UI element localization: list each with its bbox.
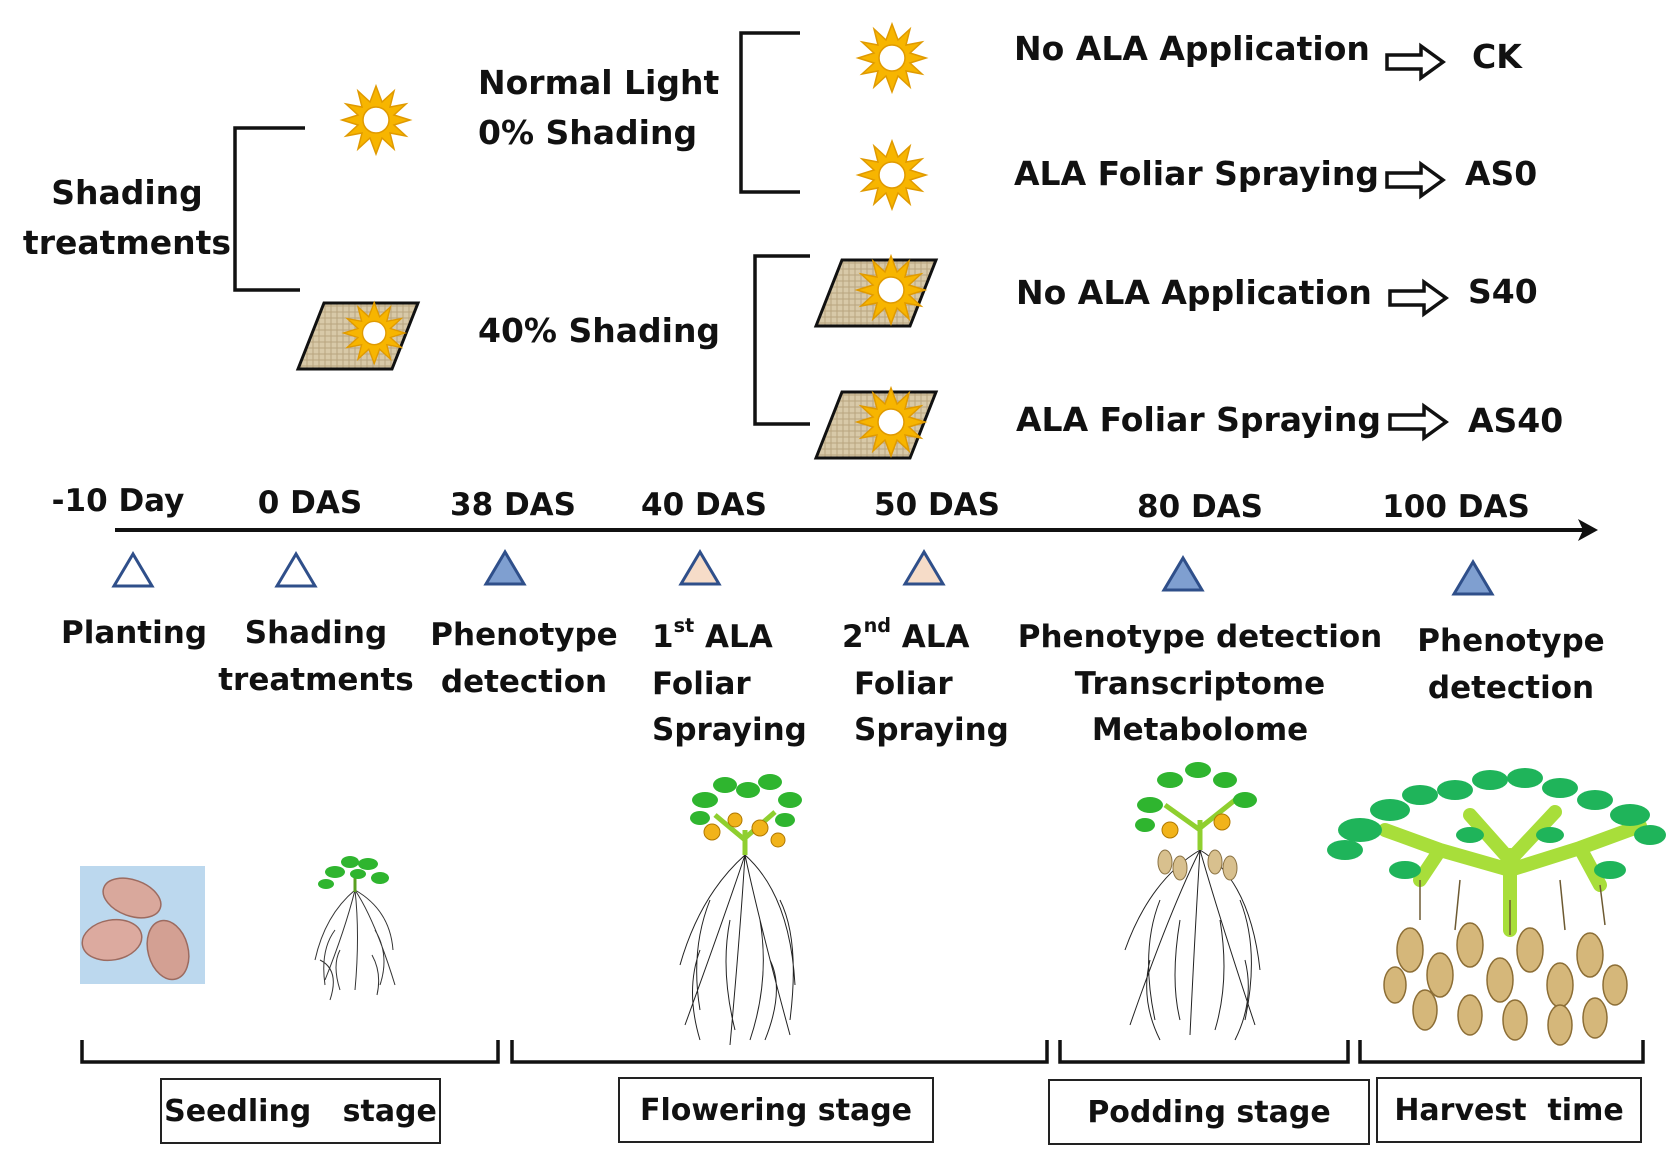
sun-icon-ck <box>857 23 927 93</box>
day-label-minus10: -10 Day <box>51 483 185 519</box>
event-second-ala: 2nd ALA Foliar Spraying <box>842 614 1009 754</box>
stage-box-flowering: Flowering stage <box>618 1077 934 1143</box>
podding-plant-image <box>1124 762 1261 1041</box>
normal-light-label: Normal Light <box>478 63 720 102</box>
group-as40-application: ALA Foliar Spraying <box>1016 400 1381 439</box>
stage-box-podding: Podding stage <box>1048 1079 1370 1145</box>
timeline-markers <box>111 549 1495 596</box>
shading40-bracket <box>753 254 810 426</box>
group-s40-application: No ALA Application <box>1016 273 1372 312</box>
group-as0-application: ALA Foliar Spraying <box>1014 154 1379 193</box>
outline-right-arrow-icon-s40 <box>1388 280 1448 316</box>
event-first-ala: 1st ALA Foliar Spraying <box>652 614 807 754</box>
stage-bracket-harvest <box>1358 1040 1645 1064</box>
timeline-marker-1 <box>274 551 318 588</box>
outline-right-arrow-icon-as40 <box>1388 404 1448 440</box>
group-s40-code: S40 <box>1468 272 1538 311</box>
day-label-80: 80 DAS <box>1137 489 1263 525</box>
day-label-0: 0 DAS <box>257 485 363 521</box>
timeline-marker-2 <box>483 549 527 586</box>
shade-net-icon-40 <box>296 301 420 371</box>
first-ala-ordinal-suffix: st <box>673 614 695 637</box>
shade-net-icon-as40 <box>814 387 938 460</box>
stage-bracket-flowering <box>510 1040 1049 1064</box>
timeline-marker-3 <box>678 549 722 586</box>
event-planting: Planting <box>60 615 208 651</box>
sun-icon-normal-light <box>341 85 411 155</box>
second-ala-tail: ALA <box>891 619 970 655</box>
day-label-40: 40 DAS <box>641 487 767 523</box>
zero-shading-label: 0% Shading <box>478 113 698 152</box>
day-label-100: 100 DAS <box>1382 489 1530 525</box>
stage-box-harvest: Harvest time <box>1376 1077 1642 1143</box>
stage-bracket-seedling <box>80 1040 500 1064</box>
normal-light-bracket <box>739 31 800 194</box>
harvest-plant-image <box>1327 768 1666 1046</box>
first-ala-tail: ALA <box>694 619 773 655</box>
event-phenotype-100: Phenotype detection <box>1417 623 1605 706</box>
outline-right-arrow-icon-ck <box>1385 44 1445 80</box>
timeline-marker-0 <box>111 551 155 588</box>
group-ck-application: No ALA Application <box>1014 29 1370 68</box>
peanut-seeds-image <box>80 866 205 984</box>
second-ala-ordinal: 2 <box>842 619 864 655</box>
group-as0-code: AS0 <box>1465 154 1538 193</box>
stage-box-seedling: Seedling stage <box>160 1078 441 1144</box>
group-as40-code: AS40 <box>1468 401 1564 440</box>
timeline-marker-5 <box>1161 555 1205 592</box>
first-ala-ordinal: 1 <box>652 619 674 655</box>
timeline-marker-4 <box>902 549 946 586</box>
second-ala-event: Foliar Spraying <box>854 665 1009 749</box>
event-phenotype-38: Phenotype detection <box>430 617 618 700</box>
event-phenotype-80: Phenotype detection Transcriptome Metabo… <box>1017 619 1383 748</box>
timeline-marker-6 <box>1451 559 1495 596</box>
outline-right-arrow-icon-as0 <box>1385 162 1445 198</box>
seedling-plant-image <box>314 856 396 1001</box>
flowering-plant-image <box>679 774 802 1046</box>
root-bracket <box>233 126 305 292</box>
shading40-label: 40% Shading <box>478 311 721 350</box>
day-label-38: 38 DAS <box>450 487 576 523</box>
root-label: Shading treatments <box>22 173 232 262</box>
first-ala-event: Foliar Spraying <box>652 665 807 749</box>
timeline-arrowhead-icon <box>1578 519 1598 541</box>
stage-bracket-podding <box>1058 1040 1350 1064</box>
sun-icon-as0 <box>857 140 927 210</box>
second-ala-ordinal-suffix: nd <box>863 614 891 637</box>
group-ck-code: CK <box>1472 37 1522 76</box>
day-label-50: 50 DAS <box>874 487 1000 523</box>
event-shading-treatments: Shading treatments <box>218 615 414 698</box>
shade-net-icon-s40 <box>814 255 938 328</box>
